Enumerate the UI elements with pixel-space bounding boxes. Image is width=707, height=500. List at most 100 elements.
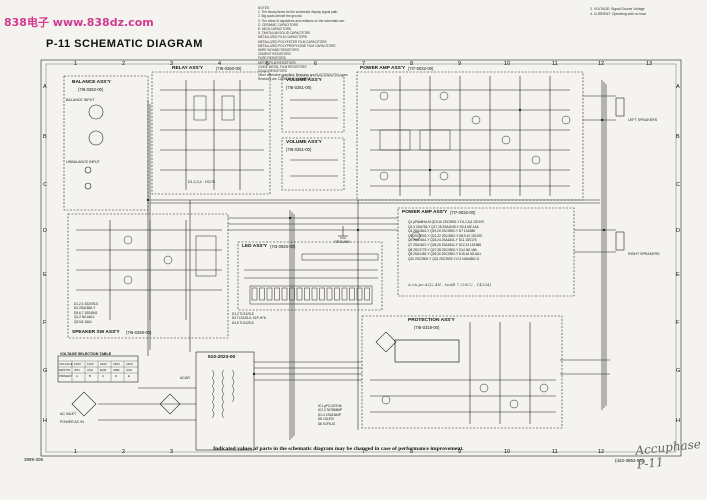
power-ac-in-label: POWER AC IN <box>60 420 84 424</box>
right-speakers-label: RIGHT SPEAKERS <box>628 252 660 256</box>
note-line: C: CERAMIC CAPACITORS <box>258 22 299 27</box>
led-block-outline <box>237 241 383 311</box>
column-label: 4 <box>218 61 222 67</box>
power-amp-parts-list: Q1 μPA68HA-M Q15,16 2SC3902-Y D1,2,5,6 1… <box>408 220 484 261</box>
protection-block-title: PROTECTION ASS'Y <box>408 318 455 323</box>
column-label: 1 <box>74 61 78 67</box>
volume1-block-outline <box>281 75 345 133</box>
row-label: G <box>676 368 681 374</box>
voltage-table-title: VOLTAGE SELECTION TABLE <box>60 352 112 356</box>
voltage-table-cell: GBR <box>113 368 120 372</box>
notes-block: NOTES: 1. The binary items for the schem… <box>258 6 588 82</box>
note-line: SOLID RESISTORS <box>258 69 287 74</box>
note-line: Resistors are CARBON FILM TYPES <box>258 77 311 82</box>
row-label: G <box>43 368 48 374</box>
column-label: 9 <box>458 61 462 67</box>
column-label: 13 <box>646 61 653 67</box>
voltage-table-cell: C <box>102 374 105 378</box>
unbalance-input-jack-1 <box>84 166 92 174</box>
ic1-chip <box>394 339 460 363</box>
led-segment <box>319 287 325 301</box>
balance-block-outline <box>63 75 149 211</box>
voltage-table-cell: A <box>76 374 79 378</box>
volume1-block-title: VOLUME ASS'Y <box>286 78 322 83</box>
voltage-table-cell: 100V <box>74 362 82 366</box>
volume2-block-outline <box>281 137 345 191</box>
voltage-table-cell: JPN <box>74 368 80 372</box>
balance-block-title: BALANCE ASS'Y <box>72 80 111 85</box>
power-amp2-block-part: (7I7-0032-00) <box>450 210 476 215</box>
column-label: 3 <box>170 61 174 67</box>
power-amp2-block-outline <box>397 207 575 297</box>
row-label: H <box>43 418 47 424</box>
voltage-table-cell: 230V <box>113 362 121 366</box>
column-label: 2 <box>122 449 126 455</box>
current-note: 4. CURRENT: Operating with no load <box>590 11 646 16</box>
bridge-rectifier-1 <box>71 391 97 417</box>
note-line: METALLIZED FILM CAPACITORS <box>258 35 307 40</box>
parts-row: Q1 μPA68HA-M Q15,16 2SC3902-Y D1,2,5,6 1… <box>408 220 485 224</box>
row-label: A <box>676 84 680 90</box>
grounding-label: GROUND <box>334 240 350 244</box>
led-segment <box>296 287 303 301</box>
column-label: 11 <box>552 449 558 455</box>
parts-row: Q9 2SA1482-Y Q29,30 2SC3902-Y D15,16 NZ-… <box>408 252 482 257</box>
volume1-block-part: (7I6-0261-00) <box>286 85 312 90</box>
row-label: C <box>676 182 680 188</box>
speaker-sw-parts-list: D1,2,3 1S2076-5 D4 2SA1826-Y D5,6,7 1SS4… <box>74 302 98 324</box>
note-line: Other otherwise specified: Resistors are… <box>258 73 348 78</box>
parts-row: IC2,3 TA78M06P <box>318 408 343 413</box>
speaker-sw-block-part: (7I6-0259-00) <box>126 330 152 335</box>
drawing-frame-inner <box>45 63 677 453</box>
voltage-table-cell: VOLTAGE <box>59 362 73 366</box>
column-label: 6 <box>314 61 318 67</box>
relay-diode-label: D1,2,3,4 : 1S176 <box>188 180 215 184</box>
column-label: 10 <box>504 61 511 67</box>
fuse-label: ACAR <box>180 376 190 380</box>
voltage-table-cell: D <box>115 374 118 378</box>
parts-row: IC1 μPC1237HA <box>318 404 342 408</box>
column-label: 1 <box>74 449 78 455</box>
column-label: 7 <box>362 449 366 455</box>
note-line: 1. The binary items for the schematic di… <box>258 10 339 15</box>
voltage-note: 3. VOLTAGE: Signal Source Voltage <box>590 7 645 11</box>
parts-row: Q8 2SC2775-Y Q27,28 2SC3902-Y D14 NZ-18A <box>408 247 477 252</box>
led-segment <box>326 287 333 301</box>
voltage-table-cell: E <box>128 374 131 378</box>
note-line: FUSE RESISTORS <box>258 56 286 61</box>
note-line: S: TANTALUM SOLID CAPACITORS <box>258 31 311 36</box>
column-label: 9 <box>458 449 462 455</box>
disclaimer-note: Indicated values of parts in the schemat… <box>213 446 464 452</box>
row-label: C <box>43 182 47 188</box>
column-label: 3 <box>170 449 174 455</box>
parts-row: D4,5 TLS125-5 <box>232 320 254 325</box>
led-segment <box>349 287 355 301</box>
led-segment <box>274 287 280 301</box>
parts-row: D5 1S1570 <box>318 417 334 422</box>
voltage-table-cell: B <box>89 374 92 378</box>
page-title: P-11 SCHEMATIC DIAGRAM <box>46 38 203 50</box>
parts-row: Q2,3 2SA726-Y Q17,18 2SA1049-Y D3,4 MZ-1… <box>408 224 479 229</box>
balance-block-part: (7I6-0262-00) <box>78 87 104 92</box>
volume2-block-title: VOLUME ASS'Y <box>286 140 322 145</box>
voltage-table-cell: PRIMARY <box>59 374 73 378</box>
voltage-table-cell: EUR <box>100 368 107 372</box>
led-block-title: LED ASS'Y <box>242 244 267 249</box>
protection-block-outline <box>361 315 563 429</box>
led-segment <box>289 287 295 301</box>
led-segment <box>334 287 340 301</box>
row-label: B <box>676 134 680 140</box>
volume2-block-part: (7I6-0261-00) <box>286 147 312 152</box>
row-label: D <box>43 228 47 234</box>
bridge-rectifier-3 <box>375 331 397 353</box>
drawing-frame <box>40 59 682 457</box>
watermark: 838电子 www.838dz.com <box>4 16 154 29</box>
voltage-table-cell: AUS <box>126 368 133 372</box>
column-label: 8 <box>410 61 414 67</box>
voltage-notes: 3. VOLTAGE: Signal Source Voltage 4. CUR… <box>590 7 646 16</box>
parts-row: Q5 2SC3902-Y Q21,22 2SC3902-Y D8,9,10 1S… <box>408 233 483 238</box>
ac-inlet-label: AC INLET <box>60 412 77 416</box>
note-line: METALLIZED POLYESTER FILM CAPACITORS <box>258 39 327 44</box>
